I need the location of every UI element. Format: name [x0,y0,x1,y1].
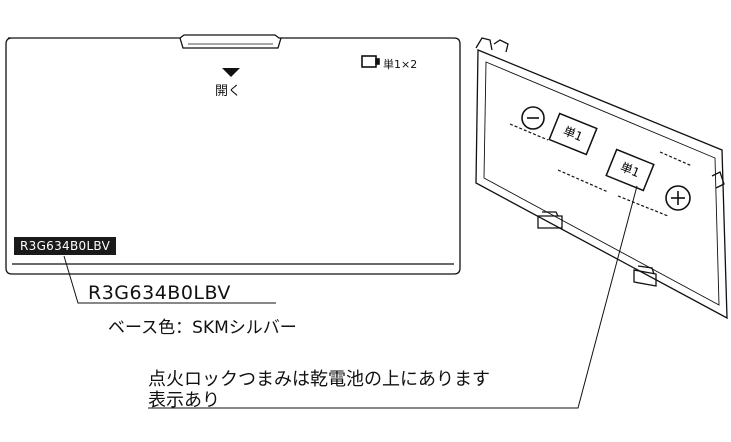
back-battery-cover [475,37,728,320]
minus-symbol-icon [521,106,545,130]
part-number-badge: R3G634B0LBV [14,237,117,255]
battery-mark-1: 単1 [548,112,598,156]
triangle-down-icon [222,68,240,77]
battery-icon [361,55,380,68]
hinge-tab-right [493,39,509,53]
note-leader [148,185,638,409]
latch-tab-1 [537,215,563,229]
note-line-1: 点火ロックつまみは乾電池の上にあります [148,369,490,390]
leader-lines [63,185,638,409]
svg-text:単1: 単1 [618,160,641,180]
battery-spec-label: 単1×2 [383,58,418,71]
part-number-leader [63,255,276,304]
svg-text:単1: 単1 [561,124,584,144]
open-direction-label: 開く [215,84,242,99]
callout-base-color: ベース色：SKMシルバー [108,318,297,338]
callout-part-number: R3G634B0LBV [88,282,231,304]
back-cover-text-marks [509,123,693,217]
note-line-2: 表示あり [148,390,220,411]
plus-symbol-icon [665,185,691,211]
battery-mark-2: 単1 [605,148,655,192]
latch-tab-2 [633,269,657,287]
front-battery-cover [5,34,461,275]
hinge-tab-left [475,37,493,51]
open-tab [179,37,282,49]
